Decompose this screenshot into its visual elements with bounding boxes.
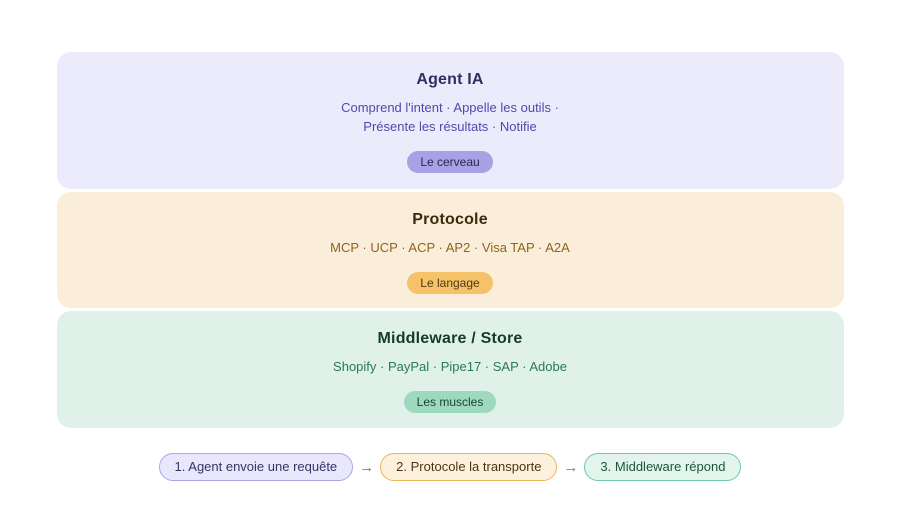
middleware-layer-title: Middleware / Store <box>377 330 523 347</box>
flow-step-3: 3. Middleware répond <box>584 453 742 481</box>
layer-stack: Agent IA Comprend l'intent · Appelle les… <box>56 52 844 428</box>
agent-subtitle-line-2: Présente les résultats · Notifie <box>363 119 537 134</box>
middleware-layer-subtitle: Shopify · PayPal · Pipe17 · SAP · Adobe <box>77 357 824 376</box>
middleware-role-badge: Les muscles <box>403 391 497 413</box>
flow-step-1: 1. Agent envoie une requête <box>158 453 354 481</box>
layer-card-protocol: Protocole MCP · UCP · ACP · AP2 · Visa T… <box>56 192 844 308</box>
layer-card-agent: Agent IA Comprend l'intent · Appelle les… <box>56 52 844 189</box>
protocol-subtitle-line-1: MCP · UCP · ACP · AP2 · Visa TAP · A2A <box>330 240 570 255</box>
flow-row: 1. Agent envoie une requête → 2. Protoco… <box>0 453 900 481</box>
protocol-layer-subtitle: MCP · UCP · ACP · AP2 · Visa TAP · A2A <box>77 238 824 257</box>
agent-subtitle-line-1: Comprend l'intent · Appelle les outils · <box>341 100 559 115</box>
layer-card-middleware: Middleware / Store Shopify · PayPal · Pi… <box>56 311 844 428</box>
protocol-layer-title: Protocole <box>412 211 488 228</box>
agent-role-badge: Le cerveau <box>407 151 493 173</box>
flow-step-2: 2. Protocole la transporte <box>380 453 558 481</box>
middleware-subtitle-line-1: Shopify · PayPal · Pipe17 · SAP · Adobe <box>333 359 567 374</box>
arrow-right-icon: → <box>359 458 375 476</box>
arrow-right-icon: → <box>563 458 579 476</box>
agent-layer-subtitle: Comprend l'intent · Appelle les outils ·… <box>77 98 824 136</box>
protocol-role-badge: Le langage <box>407 272 493 294</box>
agent-layer-title: Agent IA <box>416 71 484 88</box>
